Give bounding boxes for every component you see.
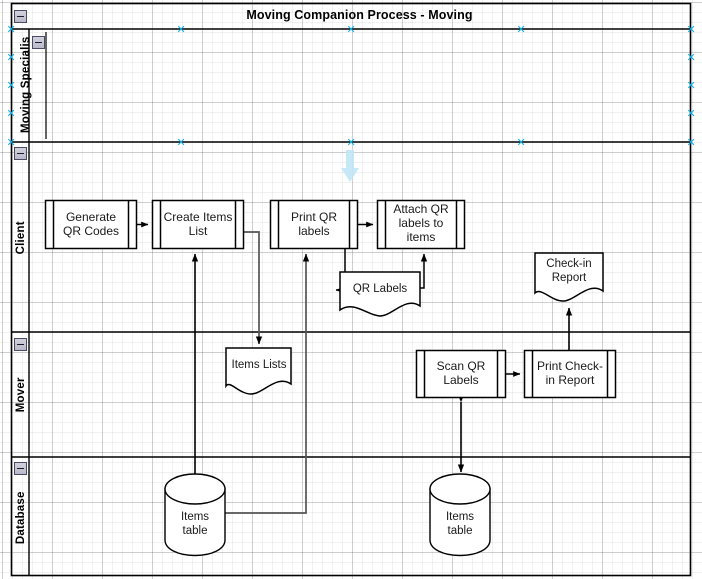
selection-handle[interactable] (7, 138, 16, 147)
process-scan-qr-labels (415, 349, 507, 399)
selection-handle[interactable] (177, 138, 186, 147)
database-items-table-left (164, 473, 226, 557)
selection-handle[interactable] (347, 138, 356, 147)
process-shapes[interactable] (44, 199, 617, 399)
collapse-icon-lane-client[interactable] (14, 147, 27, 160)
document-check-in-report (534, 252, 604, 302)
selection-handle[interactable] (687, 81, 696, 90)
selection-handle[interactable] (7, 53, 16, 62)
document-shapes[interactable] (225, 252, 604, 395)
selection-handle[interactable] (7, 81, 16, 90)
connector-itemstable-to-printqr (225, 253, 310, 514)
selection-handle[interactable] (687, 138, 696, 147)
drop-target-arrow-icon (341, 150, 359, 182)
selection-handle[interactable] (7, 109, 16, 118)
collapse-icon-pool[interactable] (14, 10, 27, 23)
document-items-lists (225, 347, 292, 395)
process-create-items-list (151, 199, 245, 250)
connector-create-to-items-lists (244, 231, 263, 345)
selection-handle[interactable] (687, 25, 696, 34)
process-attach-qr-labels-to-items (376, 199, 466, 250)
selection-handle[interactable] (7, 25, 16, 34)
selection-handle[interactable] (687, 109, 696, 118)
selection-handle[interactable] (687, 53, 696, 62)
selection-handle[interactable] (517, 138, 526, 147)
collapse-icon-lane-mover[interactable] (14, 338, 27, 351)
process-print-check-in-report (523, 349, 617, 399)
process-generate-qr-codes (44, 199, 138, 250)
database-items-table-right (429, 473, 491, 557)
document-qr-labels (339, 271, 421, 317)
process-print-qr-labels (269, 199, 359, 250)
collapse-icon-lane-moving-specialist[interactable] (32, 36, 45, 49)
selection-handle[interactable] (177, 25, 186, 34)
selection-handle[interactable] (517, 25, 526, 34)
selection-handle[interactable] (347, 25, 356, 34)
database-shapes[interactable] (164, 473, 491, 557)
collapse-icon-lane-database[interactable] (14, 462, 27, 475)
